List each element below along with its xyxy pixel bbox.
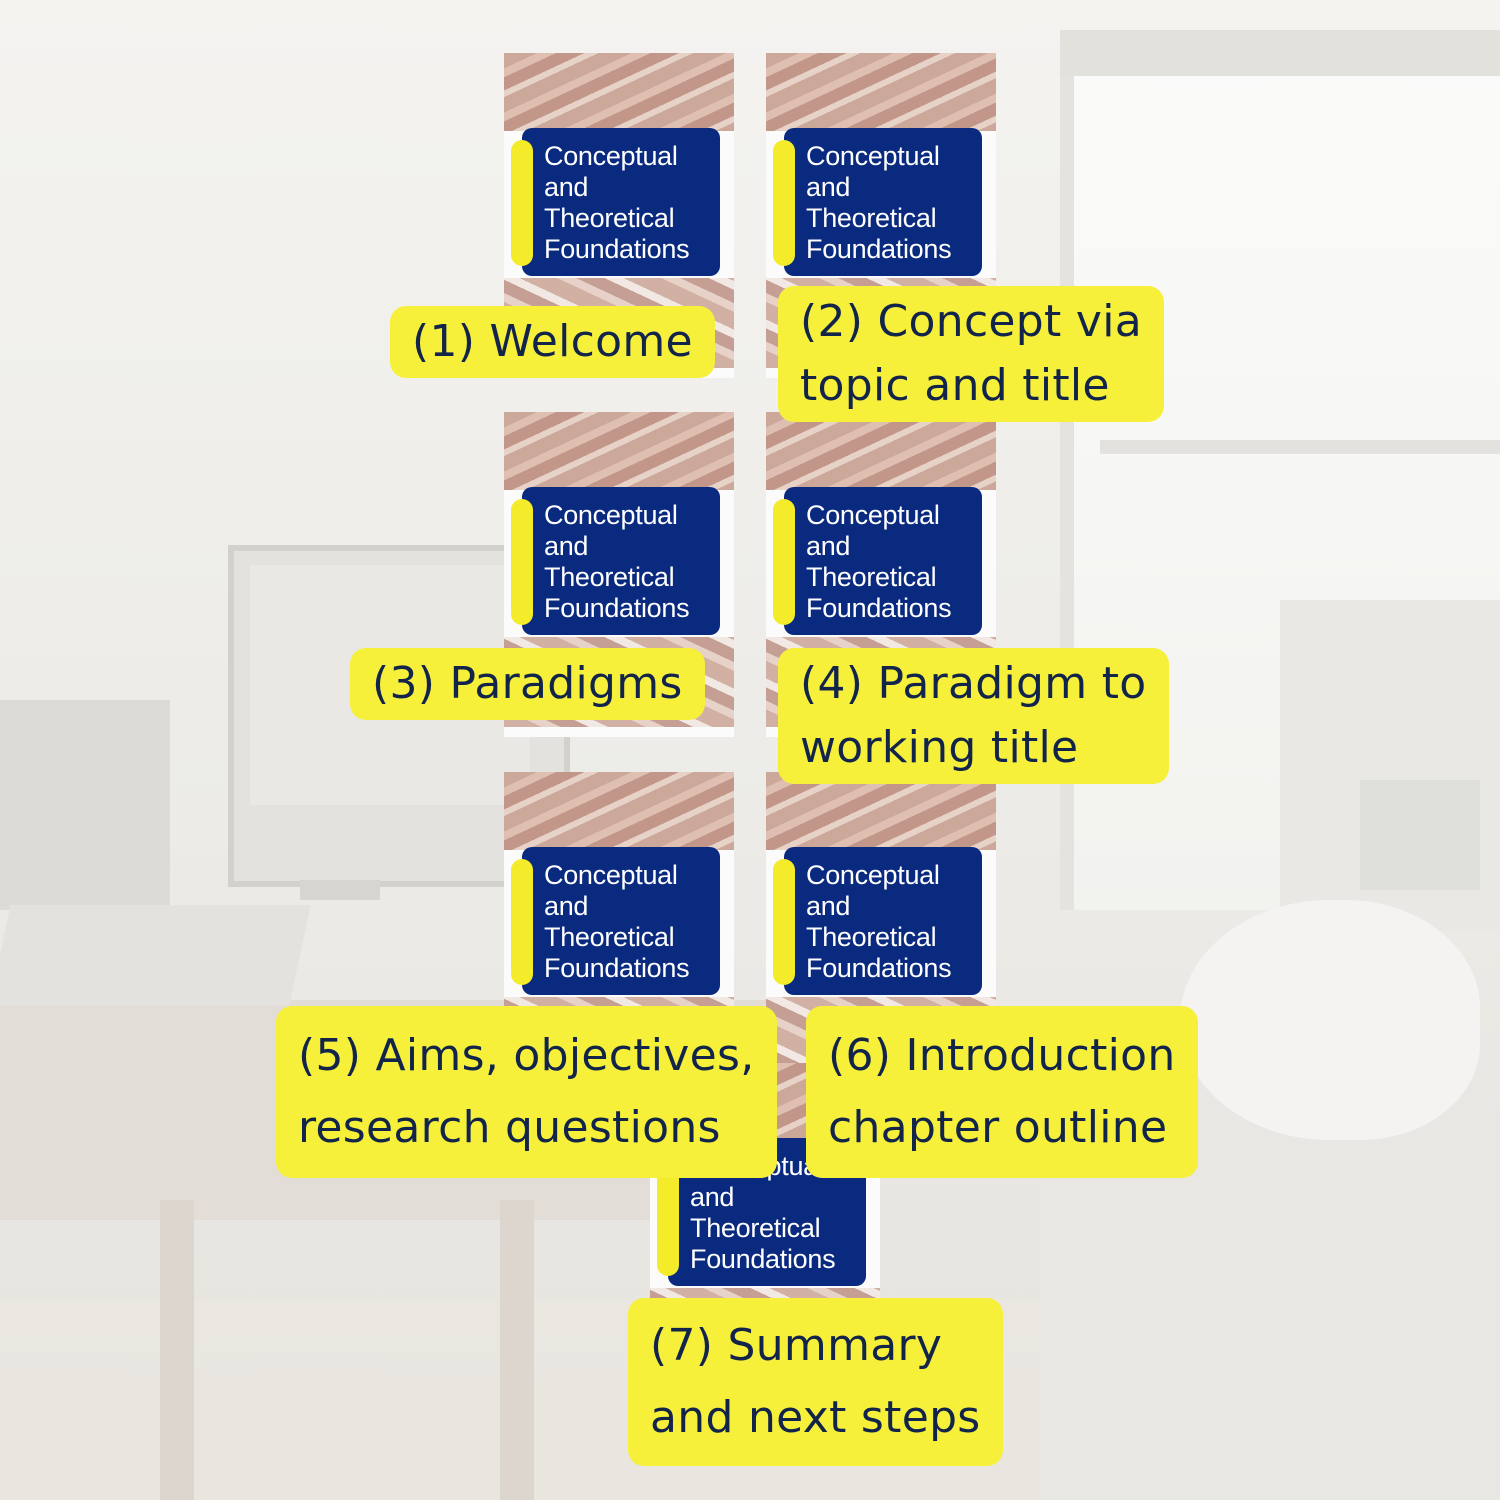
caption-line: and next steps	[650, 1392, 981, 1443]
cover-accent-bar	[657, 1150, 679, 1276]
background-window-blind	[1060, 30, 1500, 76]
cover-title: Conceptual and Theoretical Foundations	[544, 141, 690, 264]
caption-concept: (2) Concept via topic and title	[778, 286, 1164, 422]
cover-title-box	[784, 487, 982, 635]
cover-title: Conceptual and Theoretical Foundations	[544, 860, 690, 983]
cover-title-box	[522, 128, 720, 276]
brick-image	[504, 772, 734, 850]
background-laptop-base	[0, 905, 311, 1005]
caption-line: topic and title	[800, 360, 1110, 411]
cover-title-box	[784, 128, 982, 276]
cover-accent-bar	[773, 499, 795, 625]
caption-line: (2) Concept via	[800, 296, 1142, 347]
caption-line: working title	[800, 722, 1079, 773]
cover-title-box	[522, 847, 720, 995]
caption-introduction: (6) Introduction chapter outline	[806, 1006, 1198, 1178]
background-desk-leg	[500, 1200, 534, 1500]
background-fur-throw	[1180, 900, 1480, 1140]
cover-title: Conceptual and Theoretical Foundations	[806, 860, 952, 983]
brick-image	[504, 412, 734, 490]
background-monitor-stand	[300, 880, 380, 900]
caption-welcome: (1) Welcome	[390, 306, 715, 378]
cover-accent-bar	[511, 140, 533, 266]
background-window-frame	[1100, 440, 1500, 454]
cover-accent-bar	[773, 140, 795, 266]
caption-paradigm-to-title: (4) Paradigm to working title	[778, 648, 1169, 784]
cover-title: Conceptual and Theoretical Foundations	[544, 500, 690, 623]
cover-title-box	[522, 487, 720, 635]
caption-line: (7) Summary	[650, 1320, 943, 1371]
background-laptop	[0, 700, 170, 910]
caption-line: (6) Introduction	[828, 1030, 1176, 1081]
caption-aims: (5) Aims, objectives, research questions	[276, 1006, 777, 1178]
cover-title: Conceptual and Theoretical Foundations	[806, 141, 952, 264]
cover-title: Conceptual and Theoretical Foundations	[806, 500, 952, 623]
brick-image	[766, 772, 996, 850]
background-house-window	[1360, 780, 1480, 890]
background-desk-leg	[160, 1200, 194, 1500]
cover-accent-bar	[511, 859, 533, 985]
cover-accent-bar	[511, 499, 533, 625]
cover-accent-bar	[773, 859, 795, 985]
caption-summary: (7) Summary and next steps	[628, 1298, 1003, 1466]
caption-line: (4) Paradigm to	[800, 658, 1147, 709]
brick-image	[766, 412, 996, 490]
brick-image	[766, 53, 996, 131]
brick-image	[504, 53, 734, 131]
caption-line: (3) Paradigms	[372, 658, 683, 709]
caption-line: research questions	[298, 1102, 721, 1153]
caption-line: (1) Welcome	[412, 316, 693, 367]
cover-title-box	[784, 847, 982, 995]
caption-line: (5) Aims, objectives,	[298, 1030, 755, 1081]
caption-paradigms: (3) Paradigms	[350, 648, 705, 720]
caption-line: chapter outline	[828, 1102, 1168, 1153]
